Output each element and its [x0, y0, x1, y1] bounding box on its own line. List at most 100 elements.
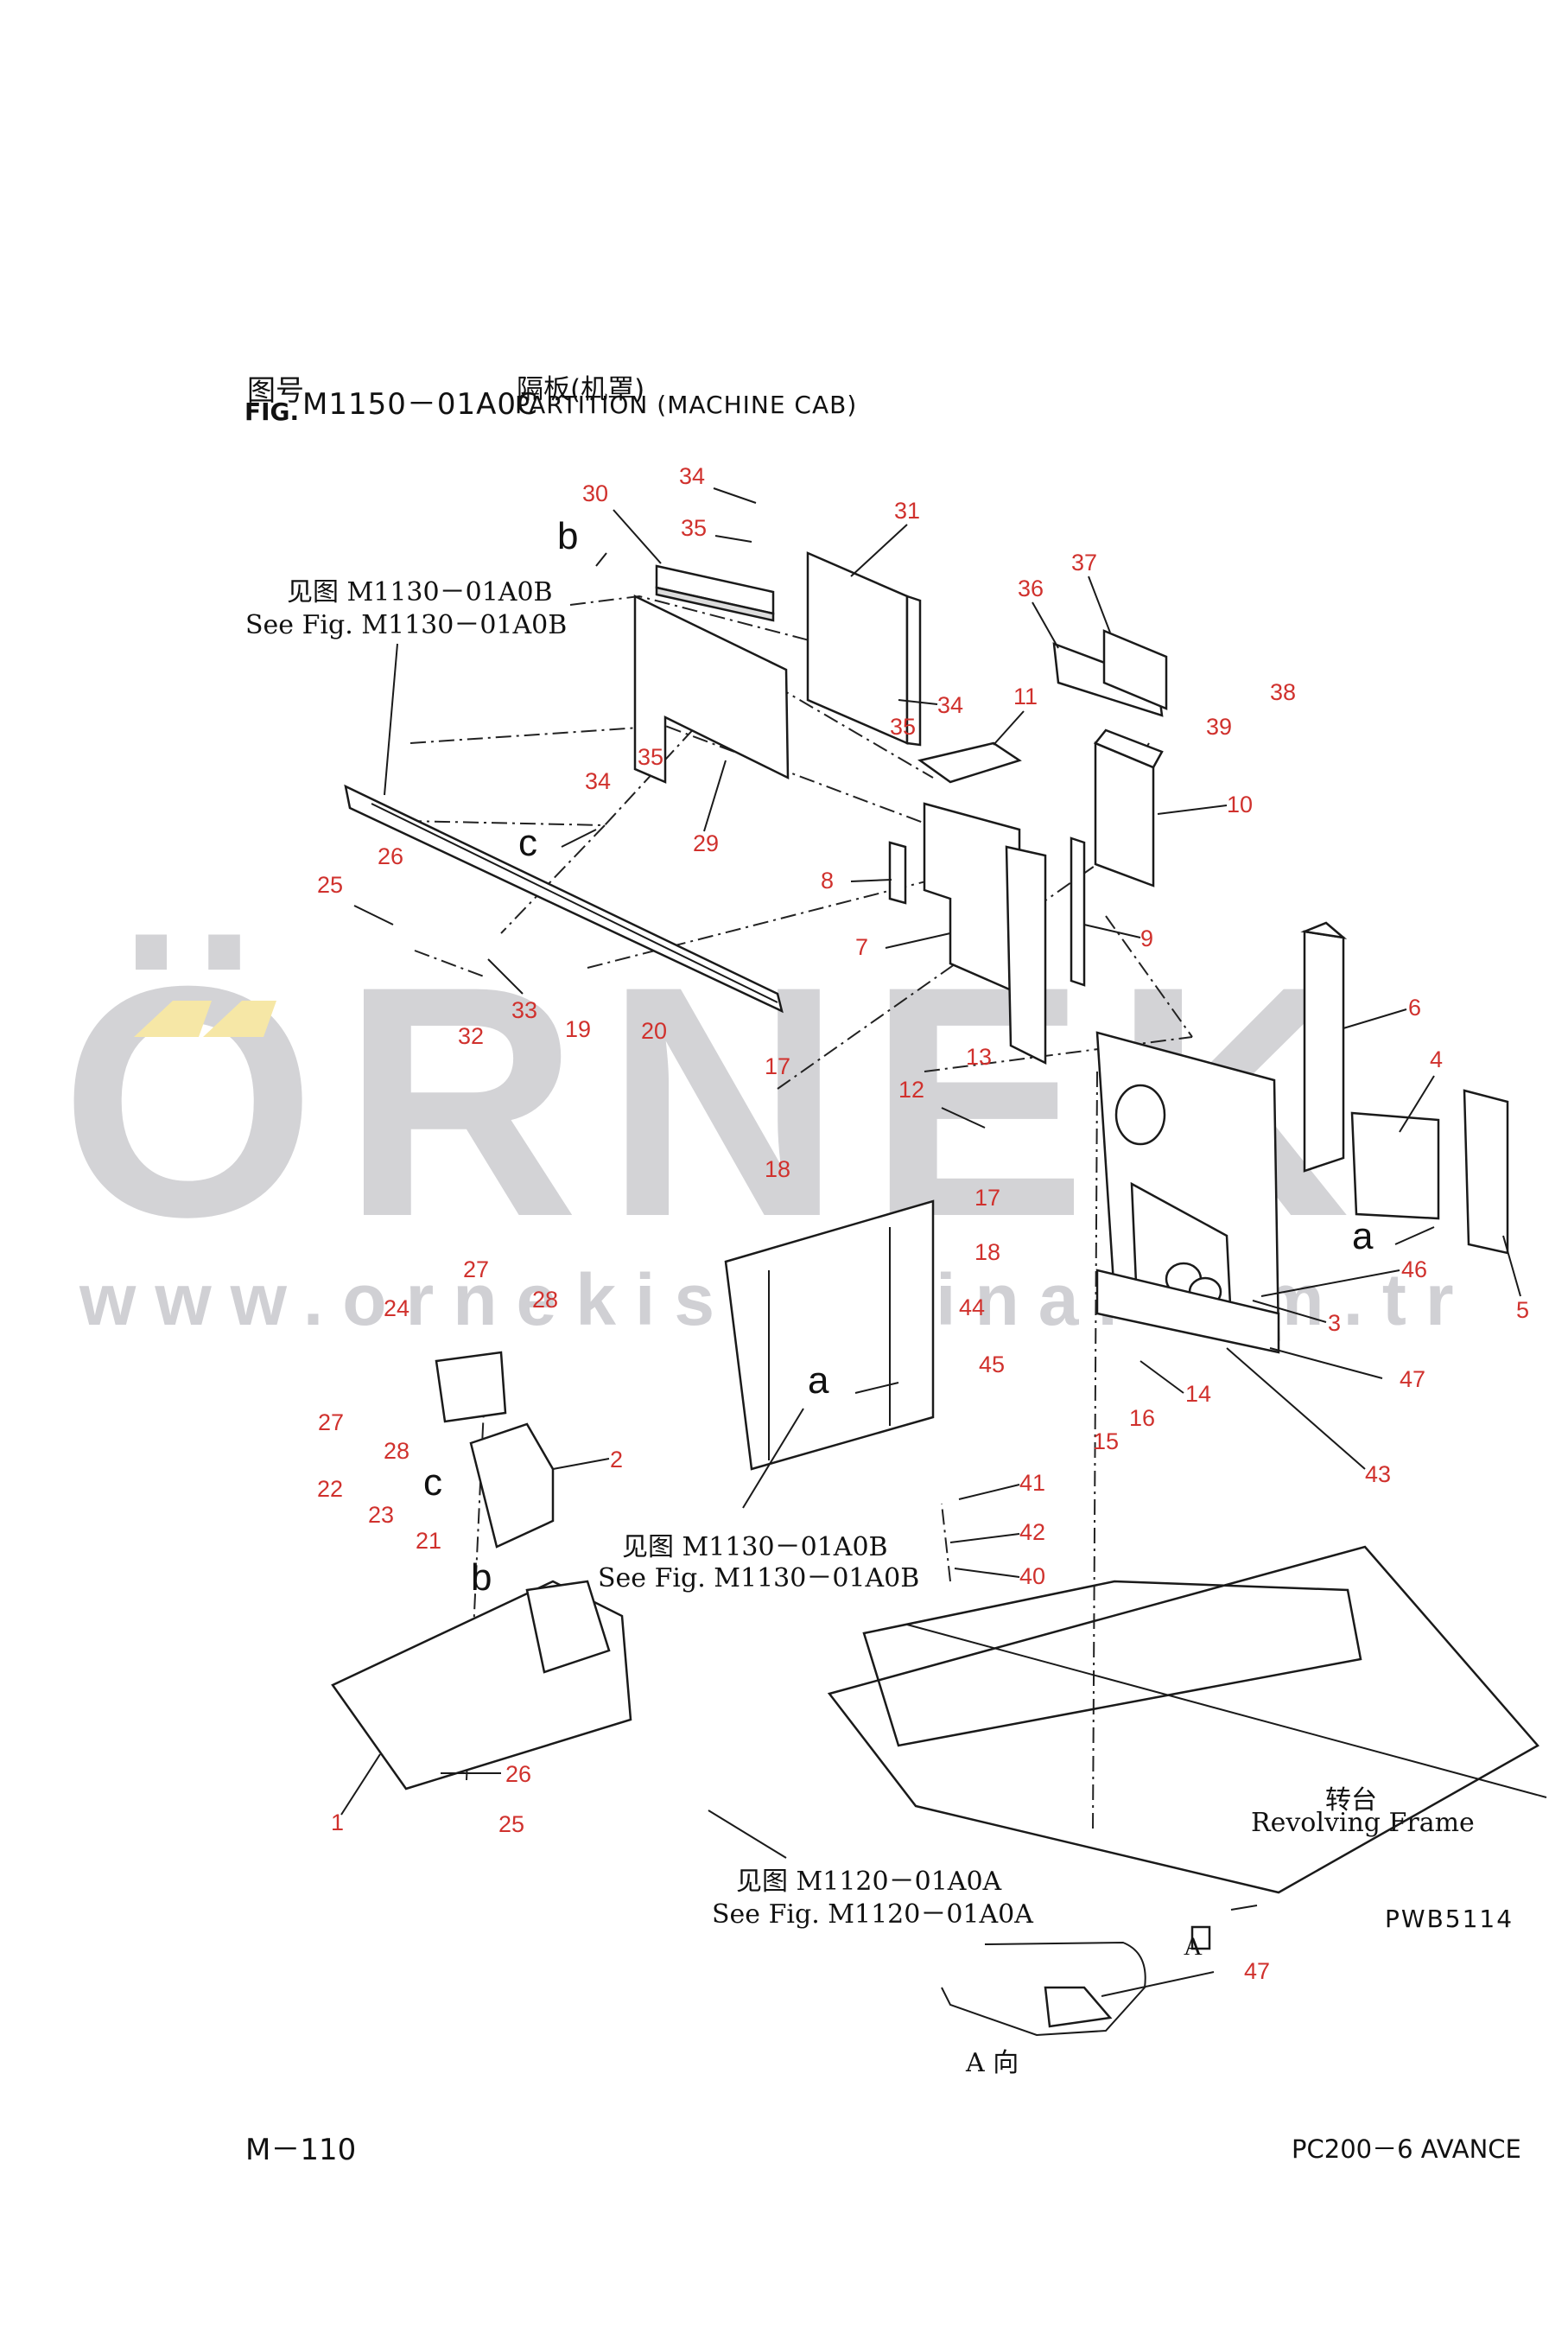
svg-text:45: 45 [979, 1352, 1005, 1377]
svg-text:a: a [1352, 1215, 1374, 1257]
svg-text:15: 15 [1093, 1428, 1119, 1454]
svg-text:A: A [1184, 1932, 1203, 1961]
svg-text:32: 32 [458, 1023, 484, 1049]
ref-m1130-top-cn: 见图 M1130－01A0B [287, 577, 553, 607]
view-direction-labels: a a b b c c A [423, 515, 1435, 1961]
reference-leaders [384, 643, 804, 1859]
left-post-frame [724, 1199, 935, 1471]
svg-text:26: 26 [378, 843, 403, 869]
svg-text:34: 34 [585, 768, 611, 794]
svg-text:18: 18 [974, 1239, 1000, 1265]
svg-text:24: 24 [384, 1295, 409, 1321]
part-7-8-9-bracket [888, 802, 1086, 1065]
svg-text:36: 36 [1018, 576, 1044, 601]
svg-text:12: 12 [898, 1077, 924, 1103]
svg-text:30: 30 [582, 480, 608, 506]
svg-text:46: 46 [1401, 1256, 1427, 1282]
svg-text:c: c [423, 1461, 442, 1504]
svg-text:22: 22 [317, 1476, 343, 1502]
fig-label: FIG. [244, 398, 300, 426]
title-en: PARTITION (MACHINE CAB) [515, 391, 858, 419]
view-a-detail [941, 1941, 1215, 2037]
revolving-frame-cn: 转台 [1325, 1785, 1377, 1816]
part-10-block [1093, 728, 1164, 887]
ref-m1130-mid-en: See Fig. M1130－01A0B [598, 1563, 920, 1593]
svg-text:16: 16 [1129, 1405, 1155, 1431]
svg-text:21: 21 [416, 1528, 441, 1554]
part-4-plate [1350, 1111, 1440, 1220]
svg-text:9: 9 [1140, 925, 1153, 951]
revolving-frame-en: Revolving Frame [1251, 1808, 1475, 1838]
svg-text:28: 28 [384, 1438, 409, 1464]
svg-text:35: 35 [681, 515, 707, 541]
svg-text:47: 47 [1400, 1366, 1425, 1392]
ref-m1130-mid-cn: 见图 M1130－01A0B [622, 1532, 888, 1562]
svg-text:8: 8 [821, 868, 834, 894]
svg-text:5: 5 [1516, 1297, 1529, 1323]
ref-m1120-cn: 见图 M1120－01A0A [736, 1867, 1002, 1897]
svg-text:b: b [557, 515, 578, 557]
page-number: M－110 [245, 2133, 357, 2167]
svg-text:37: 37 [1071, 550, 1097, 576]
svg-text:33: 33 [511, 997, 537, 1023]
svg-text:10: 10 [1227, 792, 1253, 817]
part-36-37-bracket [1052, 629, 1168, 717]
svg-text:39: 39 [1206, 714, 1232, 740]
ref-m1130-top-en: See Fig. M1130－01A0B [245, 610, 568, 640]
svg-text:27: 27 [318, 1409, 344, 1435]
svg-text:26: 26 [505, 1761, 531, 1787]
title-cn: 隔板(机罩) [517, 374, 645, 405]
part-29-partition-panel [633, 564, 790, 784]
svg-text:3: 3 [1328, 1310, 1341, 1336]
svg-text:2: 2 [610, 1447, 623, 1472]
svg-text:1: 1 [331, 1810, 344, 1835]
svg-text:17: 17 [974, 1185, 1000, 1211]
svg-text:38: 38 [1270, 679, 1296, 705]
svg-text:19: 19 [565, 1016, 591, 1042]
svg-text:47: 47 [1244, 1958, 1270, 1984]
model-name: PC200－6 AVANCE [1292, 2134, 1521, 2164]
part-3-main-frame [1095, 1031, 1280, 1354]
view-a-caption: A 向 [966, 2048, 1019, 2078]
svg-text:25: 25 [317, 872, 343, 898]
part-1-tray [331, 1580, 632, 1790]
svg-text:a: a [808, 1359, 829, 1402]
fig-cn-label: 图号 [247, 373, 304, 407]
ref-m1120-en: See Fig. M1120－01A0A [712, 1899, 1033, 1930]
svg-text:17: 17 [765, 1053, 790, 1079]
svg-text:b: b [471, 1556, 492, 1599]
part-2-mount-bracket [435, 1351, 555, 1549]
svg-text:25: 25 [498, 1811, 524, 1837]
svg-text:14: 14 [1185, 1381, 1211, 1407]
svg-text:42: 42 [1019, 1519, 1045, 1545]
svg-text:44: 44 [959, 1294, 985, 1320]
svg-text:6: 6 [1408, 995, 1421, 1021]
svg-text:29: 29 [693, 830, 719, 856]
svg-text:7: 7 [855, 934, 868, 960]
part-31-seal-block [806, 551, 922, 747]
svg-text:18: 18 [765, 1156, 790, 1182]
part-6-guide [1300, 921, 1348, 1173]
part-11-cover [917, 741, 1022, 784]
upper-rail [344, 784, 784, 1014]
part-5-strip [1463, 1089, 1509, 1255]
revolving-frame [827, 1545, 1547, 1950]
svg-text:34: 34 [937, 692, 963, 718]
svg-text:34: 34 [679, 463, 705, 489]
svg-text:20: 20 [641, 1018, 667, 1044]
watermark-accent [134, 1001, 276, 1037]
svg-text:43: 43 [1365, 1461, 1391, 1487]
svg-text:23: 23 [368, 1502, 394, 1528]
svg-text:31: 31 [894, 498, 920, 524]
svg-text:35: 35 [638, 744, 663, 770]
svg-text:28: 28 [532, 1287, 558, 1313]
svg-text:35: 35 [890, 714, 916, 740]
fig-number: M1150－01A0C [302, 387, 538, 422]
drawing-code: PWB5114 [1385, 1905, 1514, 1933]
svg-text:13: 13 [966, 1044, 992, 1070]
svg-text:c: c [518, 822, 537, 864]
svg-text:4: 4 [1430, 1046, 1443, 1072]
callout-labels: 34 30 35 31 37 36 38 39 34 35 35 11 34 2… [317, 463, 1529, 1984]
